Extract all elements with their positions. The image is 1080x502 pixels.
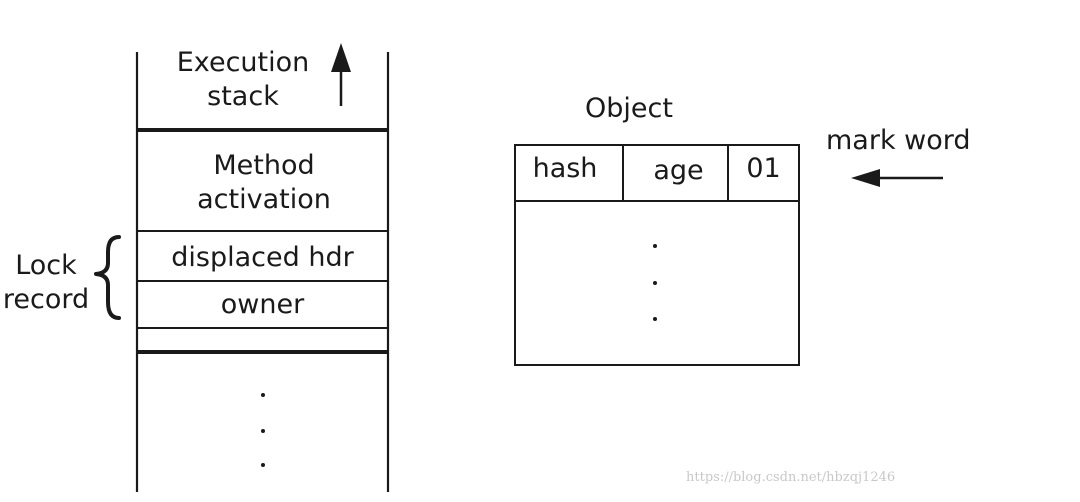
watermark-text: https://blog.csdn.net/hbzqj1246 [686, 470, 896, 485]
up-arrow-icon [331, 43, 351, 106]
object-box [514, 144, 800, 366]
age-field: age [653, 155, 704, 186]
left-arrow-icon [851, 169, 943, 187]
mark-word-label: mark word [826, 125, 971, 156]
owner-label: owner [220, 289, 305, 320]
execution-stack-label: Execution stack [176, 47, 310, 112]
ellipsis-dot [653, 281, 657, 285]
lock-bits-field: 01 [746, 153, 781, 184]
method-activation-label: Method activation [197, 150, 331, 215]
displaced-hdr-label: displaced hdr [171, 242, 354, 273]
ellipsis-dot [261, 393, 265, 397]
ellipsis-dot [261, 429, 265, 433]
hash-field: hash [532, 153, 598, 184]
ellipsis-dot [653, 317, 657, 321]
ellipsis-dot [261, 463, 265, 467]
curly-brace-icon [94, 235, 121, 320]
ellipsis-dot [653, 244, 657, 248]
object-title: Object [585, 93, 673, 124]
lock-record-label: Lock record [2, 250, 90, 315]
